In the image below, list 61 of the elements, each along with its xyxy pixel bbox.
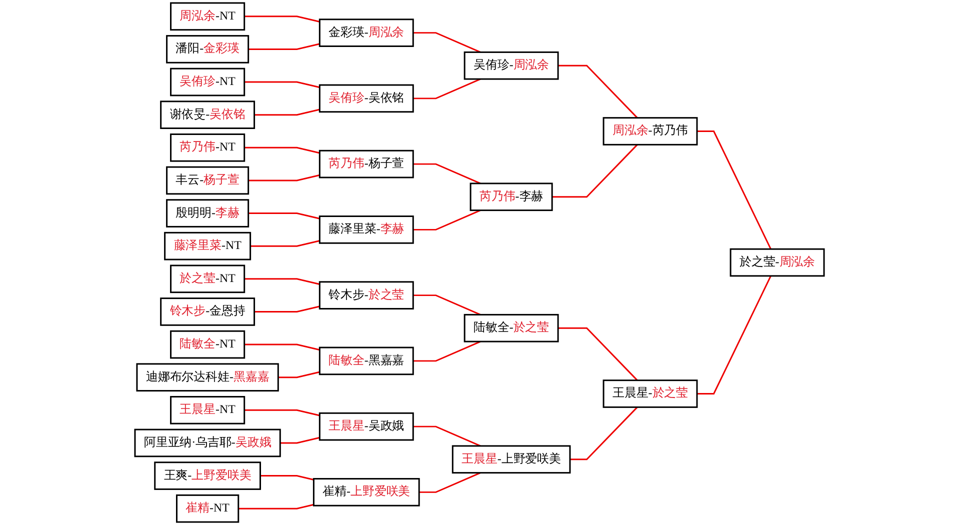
connector	[244, 409, 320, 416]
node-box: 於之莹-周泓余	[730, 248, 825, 277]
node-box: 殷明明-李赫	[166, 199, 250, 228]
node-box: 王爽-上野爱咲美	[154, 462, 261, 490]
connector	[413, 340, 481, 362]
connector	[558, 327, 638, 381]
node-box: 阿里亚纳·乌吉耶-吴政娥	[134, 428, 281, 458]
node-box: 潘阳-金彩瑛	[166, 35, 250, 64]
connector	[413, 32, 481, 53]
connector	[244, 81, 320, 88]
node-box: 周泓余-NT	[170, 2, 246, 31]
node-box: 陆敏全-於之莹	[464, 314, 559, 342]
node-box: 於之莹-NT	[170, 264, 246, 294]
connector	[260, 475, 314, 480]
connector	[238, 504, 314, 510]
connector	[558, 64, 638, 118]
node-box: 谢依旻-吴依铭	[160, 100, 256, 129]
connector	[254, 108, 320, 116]
node-box: 藤泽里菜-李赫	[318, 216, 414, 244]
connector	[248, 43, 320, 50]
connector	[250, 240, 320, 247]
connector	[248, 212, 320, 220]
node-box: 芮乃伟-杨子萱	[318, 150, 414, 178]
connector	[244, 146, 320, 154]
node-box: 崔精-上野爱咲美	[312, 478, 420, 506]
connector	[413, 426, 481, 447]
node-box: 迪娜布尔达科娃-黑嘉嘉	[136, 363, 279, 392]
connector	[413, 78, 481, 100]
node-box: 铃木步-金恩持	[160, 298, 256, 326]
node-box: 王晨星-上野爱咲美	[452, 445, 571, 474]
node-box: 吴侑珍-NT	[170, 68, 246, 96]
connector	[413, 294, 481, 316]
node-box: 藤泽里菜-NT	[164, 232, 252, 260]
node-box: 王晨星-於之莹	[602, 380, 698, 408]
connector	[248, 174, 320, 182]
connector	[419, 472, 481, 493]
node-box: 陆敏全-黑嘉嘉	[318, 346, 414, 376]
node-box: 吴侑珍-吴依铭	[318, 84, 414, 113]
connector	[278, 371, 320, 378]
node-box: 吴侑珍-周泓余	[464, 51, 559, 80]
connector	[413, 163, 481, 184]
node-box: 芮乃伟-NT	[170, 134, 246, 162]
node-box: 王晨星-NT	[170, 396, 246, 424]
connector	[244, 344, 320, 351]
node-box: 铃木步-於之莹	[318, 281, 414, 310]
node-box: 金彩瑛-周泓余	[318, 18, 414, 47]
node-box: 丰云-杨子萱	[166, 166, 250, 195]
node-box: 王晨星-吴政娥	[318, 412, 414, 441]
node-box: 崔精-NT	[176, 494, 240, 523]
connector	[552, 144, 638, 198]
connector	[697, 130, 772, 250]
connector	[244, 16, 320, 22]
connector	[280, 436, 320, 444]
connector	[697, 276, 772, 394]
node-box: 陆敏全-NT	[170, 330, 246, 359]
connector	[244, 278, 320, 285]
connector	[254, 306, 320, 312]
node-box: 周泓余-芮乃伟	[602, 117, 698, 146]
connector	[413, 210, 481, 230]
connector	[570, 406, 638, 460]
node-box: 芮乃伟-李赫	[470, 182, 553, 212]
